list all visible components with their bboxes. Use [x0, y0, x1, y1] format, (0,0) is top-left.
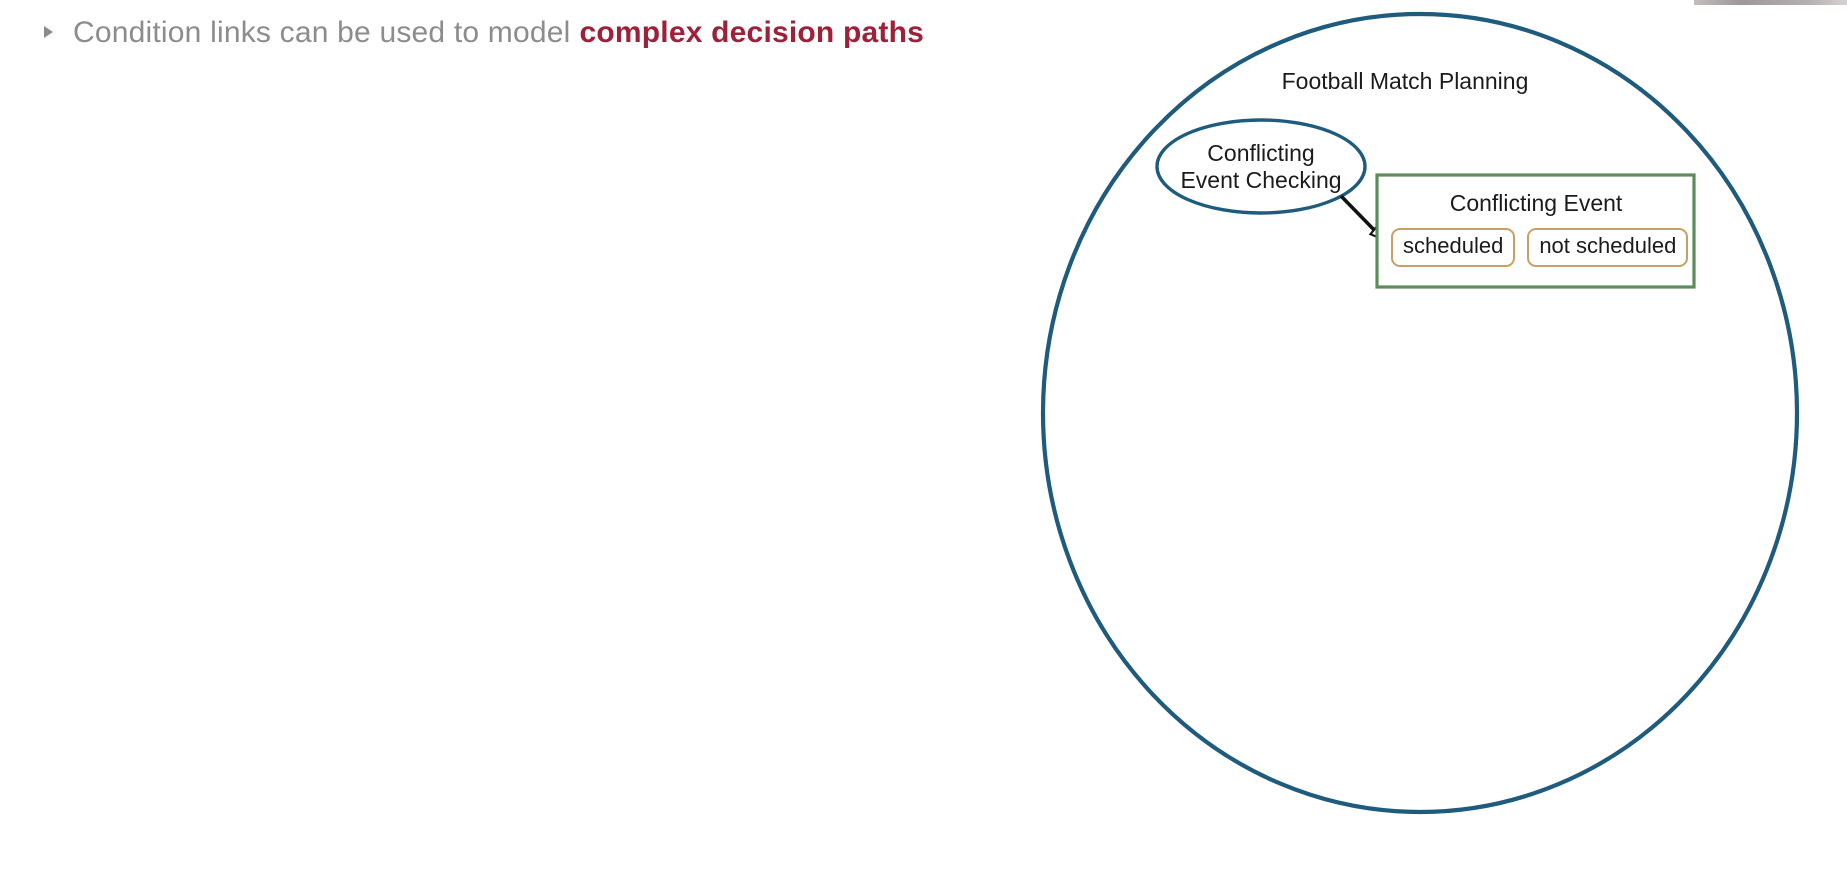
- triangle-bullet-icon: [44, 26, 53, 38]
- context-circle-label: Football Match Planning: [1281, 68, 1529, 94]
- object-box-title: Conflicting Event: [1449, 190, 1623, 216]
- process-ellipse-label: Conflicting Event Checking: [1163, 140, 1359, 194]
- process-ellipse-label-line2: Event Checking: [1180, 167, 1342, 194]
- bullet-text-plain: Condition links can be used to model: [73, 16, 571, 49]
- process-ellipse-label-line1: Conflicting: [1207, 140, 1315, 166]
- condition-link-line: [1339, 194, 1382, 238]
- state-pill-scheduled: scheduled: [1391, 228, 1516, 267]
- context-circle: [1040, 11, 1800, 815]
- state-pill-not-scheduled: not scheduled: [1527, 228, 1689, 267]
- bullet-text-emphasis: complex decision paths: [579, 16, 924, 49]
- object-state-list: scheduled not scheduled: [1391, 228, 1689, 267]
- top-right-strip-artifact: [1694, 0, 1847, 5]
- bullet-line: Condition links can be used to model com…: [44, 16, 924, 50]
